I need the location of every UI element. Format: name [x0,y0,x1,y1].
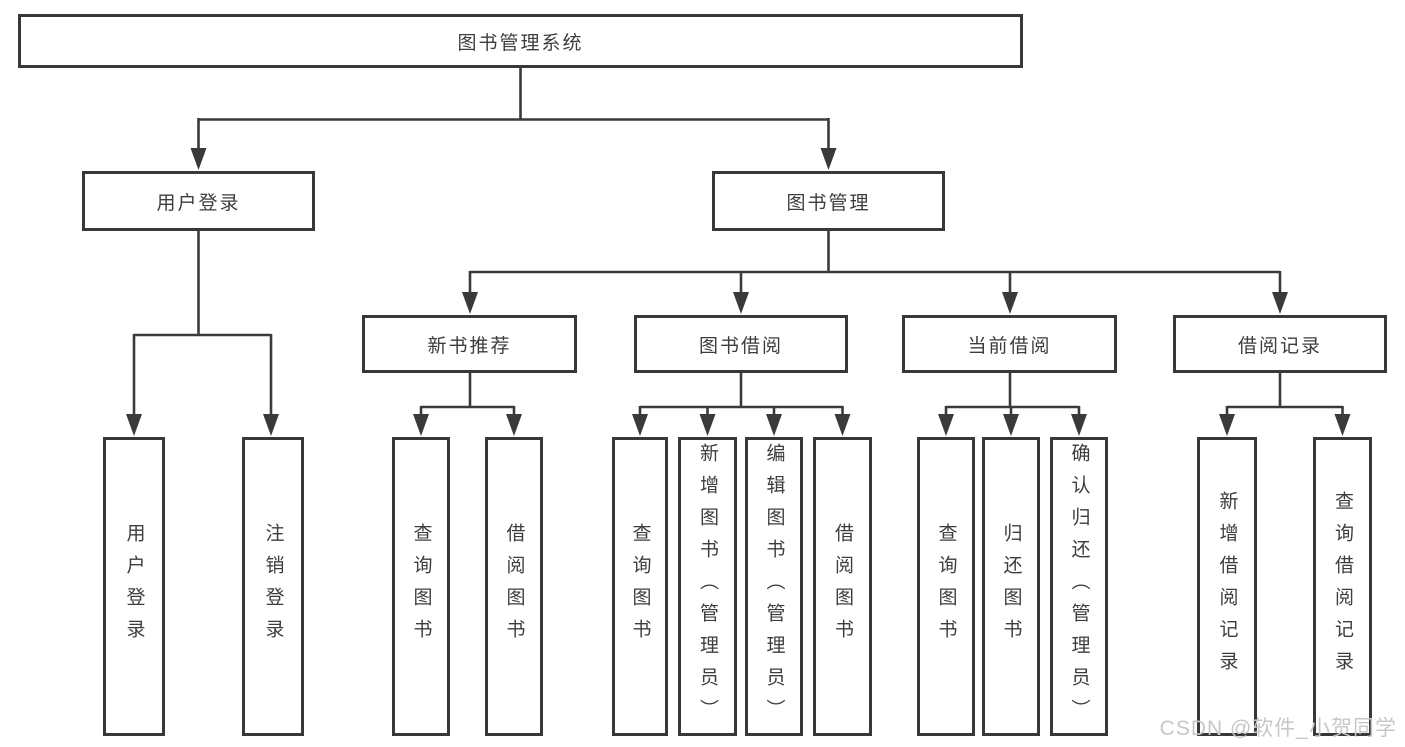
node-leaf-query-books-2: 查询图书 [612,437,668,736]
node-label: 图书借阅 [698,335,783,357]
node-label: 用户登录 [123,522,145,651]
node-book-management-branch: 图书管理 [712,171,945,231]
node-leaf-edit-books-admin: 编辑图书（管理员） [745,437,803,736]
node-new-book-recommendation: 新书推荐 [362,315,577,373]
node-library-management-system: 图书管理系统 [18,14,1023,68]
node-leaf-return-books: 归还图书 [982,437,1040,736]
node-label: 图书管理 [786,192,871,214]
node-book-borrowing: 图书借阅 [634,315,848,373]
node-label: 查询图书 [629,522,651,651]
node-current-borrowing: 当前借阅 [902,315,1117,373]
node-leaf-borrow-books-1: 借阅图书 [485,437,543,736]
node-leaf-user-login: 用户登录 [103,437,165,736]
node-label: 编辑图书（管理员） [763,442,785,731]
node-leaf-query-borrow-record: 查询借阅记录 [1313,437,1372,736]
node-label: 借阅图书 [832,522,853,651]
node-label: 注销登录 [262,522,284,651]
node-label: 用户登录 [156,192,241,214]
node-label: 借阅图书 [503,522,525,651]
node-leaf-query-books-3: 查询图书 [917,437,975,736]
node-label: 当前借阅 [967,335,1052,357]
node-leaf-confirm-return-admin: 确认归还（管理员） [1050,437,1108,736]
node-label: 借阅记录 [1237,335,1322,357]
node-label: 查询图书 [410,522,432,651]
csdn-watermark: CSDN @软件_小贺同学 [1159,717,1397,740]
node-label: 图书管理系统 [457,32,584,54]
node-label: 查询图书 [935,522,957,651]
node-leaf-query-books-1: 查询图书 [392,437,450,736]
node-label: 新书推荐 [427,335,512,357]
node-leaf-borrow-books-2: 借阅图书 [813,437,872,736]
node-leaf-add-borrow-record: 新增借阅记录 [1197,437,1257,736]
node-user-login-branch: 用户登录 [82,171,315,231]
node-label: 查询借阅记录 [1332,490,1353,683]
node-label: 新增借阅记录 [1216,490,1238,683]
node-label: 新增图书（管理员） [697,442,718,731]
node-leaf-add-books-admin: 新增图书（管理员） [678,437,737,736]
node-label: 确认归还（管理员） [1068,442,1090,731]
node-borrowing-records: 借阅记录 [1173,315,1387,373]
node-leaf-logout: 注销登录 [242,437,304,736]
node-label: 归还图书 [1000,522,1022,651]
